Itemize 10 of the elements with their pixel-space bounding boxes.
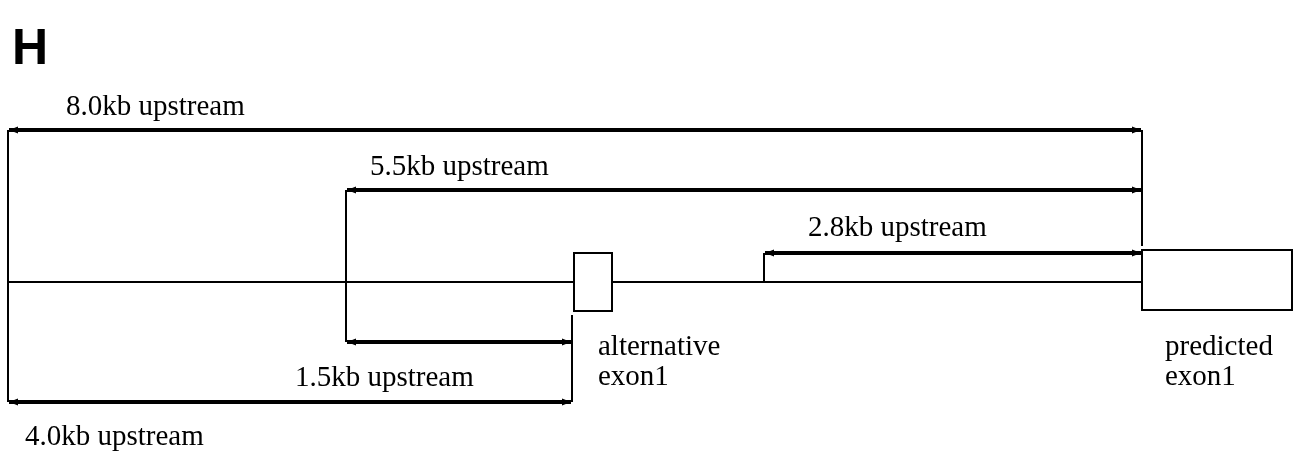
dimension-label: 8.0kb upstream (66, 90, 245, 120)
dimension-label: 1.5kb upstream (295, 361, 474, 391)
panel-letter: H (12, 22, 49, 72)
exon-label: predicted exon1 (1165, 330, 1274, 390)
dimension-label: 5.5kb upstream (370, 150, 549, 180)
dimension-label: 4.0kb upstream (25, 420, 204, 450)
exon-box (573, 252, 613, 312)
exon-label: alternative exon1 (598, 330, 722, 390)
dimension-label: 2.8kb upstream (808, 211, 987, 241)
exon-box (1141, 249, 1293, 311)
